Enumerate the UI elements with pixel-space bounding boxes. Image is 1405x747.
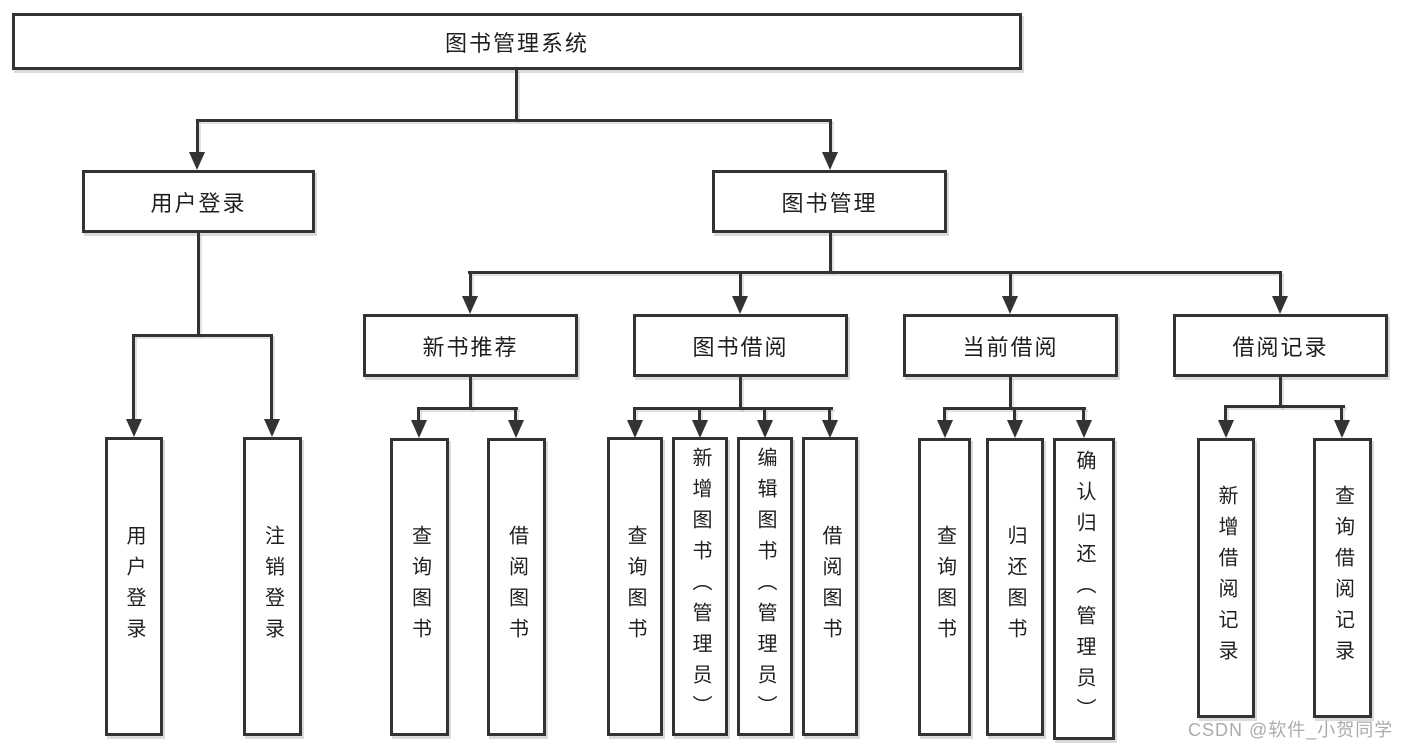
- arrowhead-down-icon: [627, 420, 643, 438]
- node-book-borrowing-label: 图书借阅: [692, 334, 789, 360]
- arrowhead-down-icon: [822, 420, 838, 438]
- leaf-user-login: 用户登录: [105, 437, 163, 736]
- connector-arrow-stub: [739, 273, 742, 298]
- node-book-borrowing: 图书借阅: [633, 314, 848, 377]
- leaf-query-books-current: 查询图书: [918, 438, 971, 736]
- leaf-borrow-books-recommend: 借阅图书: [487, 438, 546, 736]
- leaf-borrow-books-borrowing-label: 借阅图书: [819, 524, 841, 649]
- node-user-login: 用户登录: [82, 170, 315, 233]
- connector-arrow-stub: [828, 409, 831, 422]
- arrowhead-down-icon: [264, 419, 280, 437]
- connector-arrow-stub: [1082, 409, 1085, 422]
- leaf-query-borrow-record-label: 查询借阅记录: [1331, 485, 1354, 671]
- arrowhead-down-icon: [411, 420, 427, 438]
- leaf-query-borrow-record: 查询借阅记录: [1313, 438, 1372, 718]
- connector-arrow-stub: [943, 409, 946, 422]
- connector-arrow-stub: [196, 121, 199, 153]
- connector-level3-hline: [468, 271, 1282, 274]
- node-current-borrowing: 当前借阅: [903, 314, 1118, 377]
- node-new-book-recommend: 新书推荐: [363, 314, 578, 377]
- node-current-borrowing-label: 当前借阅: [962, 334, 1059, 360]
- connector-borrowing-stem: [739, 377, 742, 410]
- leaf-query-books-recommend: 查询图书: [390, 438, 449, 736]
- leaf-query-books-recommend-label: 查询图书: [408, 525, 431, 649]
- connector-arrow-stub: [1279, 273, 1282, 298]
- leaf-return-books: 归还图书: [986, 438, 1044, 736]
- leaf-add-books-admin-label: 新增图书（管理员）: [689, 447, 711, 726]
- connector-arrow-stub: [698, 409, 701, 422]
- connector-recommend-stem: [469, 377, 472, 410]
- connector-arrow-stub: [514, 409, 517, 422]
- arrowhead-down-icon: [189, 152, 205, 170]
- connector-records-stem: [1279, 377, 1282, 408]
- leaf-add-borrow-record-label: 新增借阅记录: [1215, 485, 1237, 671]
- arrowhead-down-icon: [1334, 420, 1350, 438]
- connector-root-stem: [515, 70, 518, 121]
- connector-arrow-stub: [1013, 409, 1016, 422]
- node-root-label: 图书管理系统: [444, 30, 589, 56]
- node-user-login-label: 用户登录: [150, 190, 247, 216]
- arrowhead-down-icon: [508, 420, 524, 438]
- connector-arrow-stub: [132, 336, 135, 421]
- leaf-query-books-borrowing-label: 查询图书: [624, 524, 646, 649]
- leaf-add-borrow-record: 新增借阅记录: [1197, 438, 1255, 718]
- leaf-add-books-admin: 新增图书（管理员）: [672, 437, 728, 736]
- arrowhead-down-icon: [1076, 420, 1092, 438]
- connector-arrow-stub: [633, 409, 636, 422]
- connector-book-mgmt-stem: [829, 233, 832, 273]
- arrowhead-down-icon: [1007, 420, 1023, 438]
- connector-arrow-stub: [829, 121, 832, 153]
- connector-arrow-stub: [1340, 407, 1343, 422]
- arrowhead-down-icon: [462, 296, 478, 314]
- leaf-confirm-return-admin-label: 确认归还（管理员）: [1073, 449, 1095, 729]
- arrowhead-down-icon: [126, 419, 142, 437]
- arrowhead-down-icon: [1002, 296, 1018, 314]
- connector-records-hline: [1224, 405, 1345, 408]
- leaf-logout: 注销登录: [243, 437, 302, 736]
- leaf-borrow-books-borrowing: 借阅图书: [802, 437, 858, 736]
- leaf-return-books-label: 归还图书: [1004, 525, 1026, 649]
- connector-borrowing-hline: [633, 407, 833, 410]
- connector-recommend-hline: [417, 407, 518, 410]
- node-new-book-recommend-label: 新书推荐: [422, 334, 519, 360]
- arrowhead-down-icon: [732, 296, 748, 314]
- arrowhead-down-icon: [937, 420, 953, 438]
- node-book-management: 图书管理: [712, 170, 947, 233]
- node-borrowing-records-label: 借阅记录: [1232, 334, 1329, 360]
- connector-level2-hline: [196, 119, 832, 122]
- connector-arrow-stub: [417, 409, 420, 422]
- arrowhead-down-icon: [822, 152, 838, 170]
- connector-user-login-hline: [132, 334, 273, 337]
- arrowhead-down-icon: [1218, 420, 1234, 438]
- connector-arrow-stub: [763, 409, 766, 422]
- leaf-query-books-borrowing: 查询图书: [607, 437, 663, 736]
- leaf-confirm-return-admin: 确认归还（管理员）: [1053, 438, 1115, 740]
- connector-current-hline: [943, 407, 1086, 410]
- arrowhead-down-icon: [692, 420, 708, 438]
- connector-user-login-stem: [197, 233, 200, 336]
- node-root: 图书管理系统: [12, 13, 1022, 70]
- leaf-edit-books-admin-label: 编辑图书（管理员）: [754, 447, 776, 726]
- connector-arrow-stub: [270, 336, 273, 421]
- connector-arrow-stub: [469, 273, 472, 298]
- node-borrowing-records: 借阅记录: [1173, 314, 1388, 377]
- leaf-query-books-current-label: 查询图书: [933, 525, 956, 649]
- node-book-management-label: 图书管理: [781, 190, 878, 216]
- leaf-logout-label: 注销登录: [261, 524, 284, 649]
- arrowhead-down-icon: [1272, 296, 1288, 314]
- csdn-watermark: CSDN @软件_小贺同学: [1188, 720, 1394, 740]
- connector-arrow-stub: [1224, 407, 1227, 422]
- arrowhead-down-icon: [757, 420, 773, 438]
- leaf-borrow-books-recommend-label: 借阅图书: [505, 525, 528, 649]
- connector-arrow-stub: [1009, 273, 1012, 298]
- leaf-edit-books-admin: 编辑图书（管理员）: [737, 437, 793, 736]
- leaf-user-login-label: 用户登录: [123, 524, 145, 649]
- connector-current-stem: [1009, 377, 1012, 410]
